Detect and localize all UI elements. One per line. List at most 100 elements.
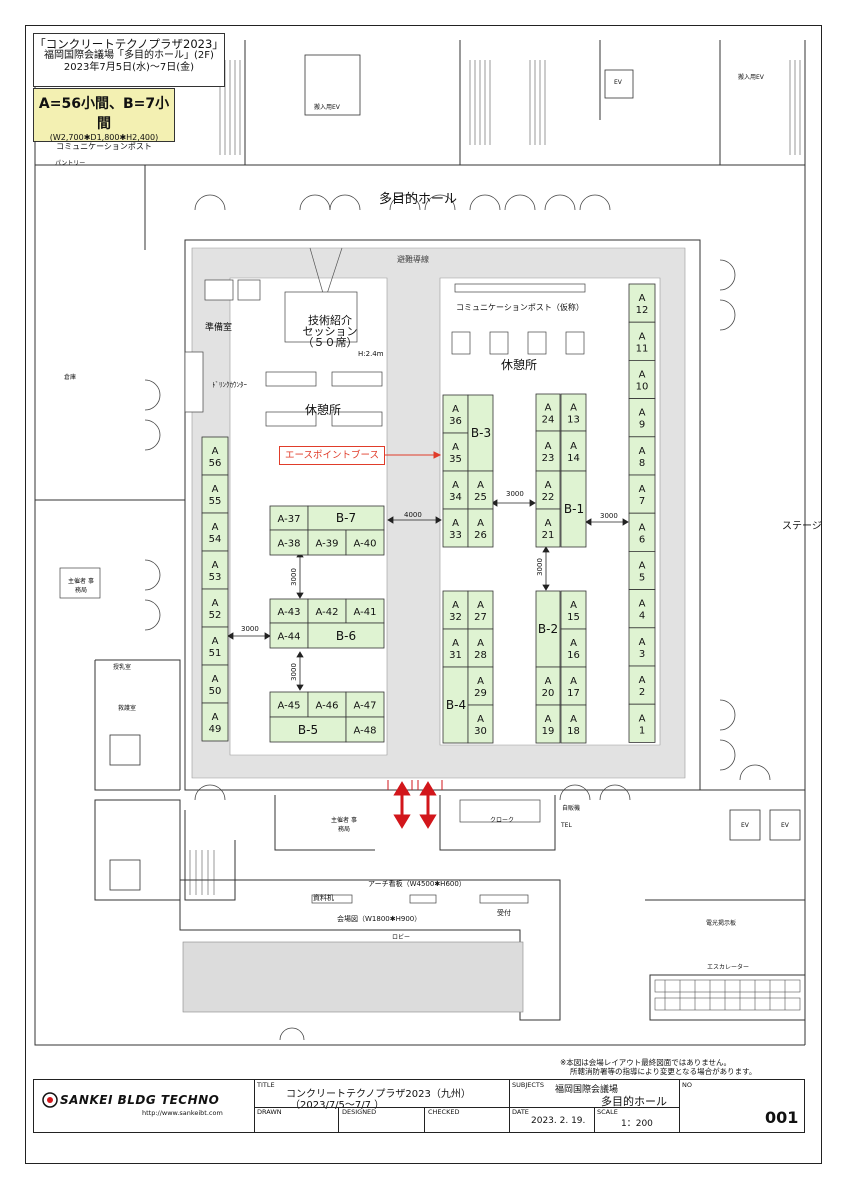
booth-a50-prefix: A [212, 674, 219, 685]
tel-label: TEL [561, 822, 572, 829]
event-title: 「コンクリートテクノプラザ2023」 [34, 37, 224, 51]
booth-b6 [307, 622, 385, 649]
designed-divider [338, 1107, 339, 1132]
booth-a5-prefix: A [639, 561, 646, 572]
booth-a17-prefix: A [570, 676, 577, 687]
booth-a53 [201, 550, 229, 590]
booth-a16-number: 16 [567, 650, 580, 661]
booth-a44 [269, 622, 309, 649]
booth-a18 [560, 704, 587, 744]
booth-a36-number: 36 [449, 416, 462, 427]
booth-a26-prefix: A [477, 518, 484, 529]
booth-a11-prefix: A [639, 331, 646, 342]
booth-a10-prefix: A [639, 370, 646, 381]
booth-a50-number: 50 [209, 686, 222, 697]
brand-name: SANKEI BLDG TECHNO [60, 1093, 220, 1107]
comm-post-label: コミュニケーションポスト（仮称） [456, 303, 584, 312]
booth-a23-number: 23 [542, 453, 555, 464]
booth-a51-prefix: A [212, 636, 219, 647]
escalator-label: エスカレーター [707, 964, 750, 971]
venue-line: 福岡国際会議場「多目的ホール」(2F) [44, 50, 214, 61]
dim-3000-b: 3000 [600, 512, 618, 520]
booth-a15-prefix: A [570, 600, 577, 611]
evacuation-label: 避難導線 [397, 255, 429, 264]
booth-a5 [628, 551, 656, 591]
booth-a30 [467, 704, 494, 744]
subjects-header: SUBJECTS [512, 1081, 545, 1089]
prep-room-label: 準備室 [205, 323, 233, 333]
booth-a7-prefix: A [639, 484, 646, 495]
booth-a20-number: 20 [542, 688, 555, 699]
booth-a45-label: A-45 [278, 701, 301, 712]
booth-a19-number: 19 [542, 726, 555, 737]
dim-4000: 4000 [404, 511, 422, 519]
booth-a17-number: 17 [567, 688, 580, 699]
drawn-header: DRAWN [257, 1108, 282, 1116]
number-header: NO [682, 1081, 692, 1089]
booth-a53-prefix: A [212, 560, 219, 571]
scale-value: 1：200 [621, 1119, 653, 1129]
title-value-2: （2023/7/5～7/7 ） [290, 1100, 385, 1111]
dim-3000-a: 3000 [506, 490, 524, 498]
booth-b2 [535, 590, 561, 668]
rest-area-right-label: 休憩所 [501, 358, 538, 372]
ev-bottom-left-label: EV [741, 822, 749, 829]
scale-divider [594, 1107, 595, 1132]
scale-header: SCALE [597, 1108, 618, 1116]
door-swings [144, 194, 771, 1041]
booth-a40 [345, 529, 385, 556]
booth-a9-prefix: A [639, 408, 646, 419]
ev-bottom-right-label: EV [781, 822, 789, 829]
booth-a36-prefix: A [452, 404, 459, 415]
booth-a4-number: 4 [639, 611, 645, 622]
booth-a56-prefix: A [212, 446, 219, 457]
booth-a13-number: 13 [567, 415, 580, 426]
booth-b3 [467, 394, 494, 472]
hall-corridor [191, 247, 686, 779]
booth-a29-prefix: A [477, 676, 484, 687]
title-block: SANKEI BLDG TECHNO http://www.sankeibt.c… [33, 1079, 805, 1133]
booth-a27-prefix: A [477, 600, 484, 611]
dim-3000-d: 3000 [289, 568, 298, 586]
session-label-2: セッション [298, 323, 362, 339]
lobby-area [182, 941, 524, 1013]
booth-a25-number: 25 [474, 492, 487, 503]
booth-a35-prefix: A [452, 442, 459, 453]
booth-a55 [201, 474, 229, 514]
booth-a34-number: 34 [449, 492, 462, 503]
booth-a51 [201, 626, 229, 666]
booth-a20-prefix: A [545, 676, 552, 687]
arch-sign-label: アーチ看板（W4500✱H600） [368, 880, 466, 888]
dim-3000-c: 3000 [535, 558, 544, 576]
venue-map-label: 会場図（W1800✱H900） [337, 915, 422, 923]
subjects-value-2: 多目的ホール [601, 1095, 667, 1108]
booth-a44-label: A-44 [278, 632, 301, 643]
booth-a55-prefix: A [212, 484, 219, 495]
e-sign-label: 電光掲示板 [706, 920, 737, 927]
booth-b1-label: B-1 [564, 502, 584, 516]
booth-a1 [628, 703, 656, 743]
pantry-label: パントリー [55, 160, 86, 167]
session-line2: セッション [302, 325, 358, 338]
booth-a48 [345, 716, 385, 743]
subjects-value-1: 福岡国際会議場 [555, 1085, 619, 1095]
booth-a9-number: 9 [639, 420, 645, 431]
booth-a40-label: A-40 [354, 539, 377, 550]
booth-a36 [442, 394, 469, 434]
booth-b4-label: B-4 [446, 698, 466, 712]
booth-a13 [560, 393, 587, 432]
date-line: 2023年7月5日(水)～7日(金) [63, 62, 195, 73]
drink-counter-label: ﾄﾞﾘﾝｸｶｳﾝﾀｰ [212, 381, 247, 389]
booth-a55-number: 55 [209, 496, 222, 507]
booth-a1-prefix: A [639, 713, 646, 724]
booth-a24-prefix: A [545, 403, 552, 414]
booth-a47 [345, 691, 385, 718]
booth-a21-number: 21 [542, 530, 555, 541]
booth-a52-prefix: A [212, 598, 219, 609]
booth-a12-number: 12 [636, 305, 649, 316]
session-label: 技術紹介 [305, 312, 355, 328]
session-label-3: （５０席） [298, 334, 362, 350]
booth-a42-label: A-42 [316, 607, 339, 618]
booth-a47-label: A-47 [354, 701, 377, 712]
booth-a49 [201, 702, 229, 742]
